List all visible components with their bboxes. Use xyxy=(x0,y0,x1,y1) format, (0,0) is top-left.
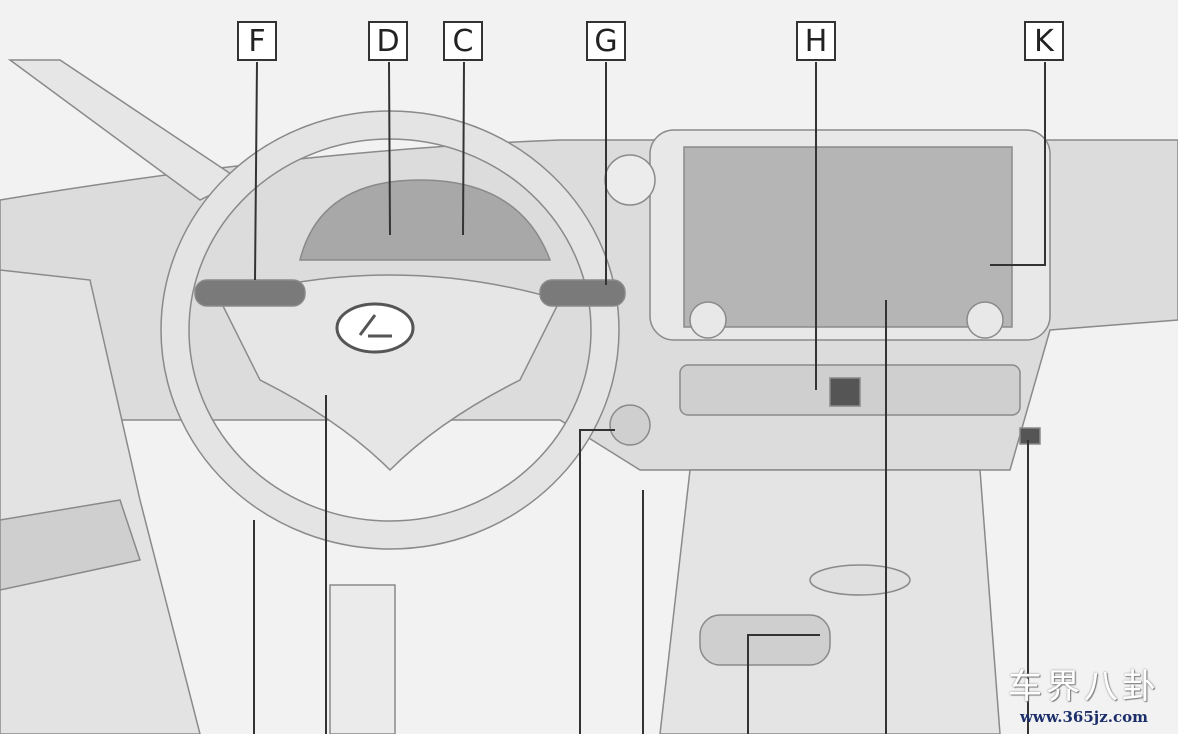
watermark: 车界八卦 www.365jz.com xyxy=(1008,659,1160,726)
window-switch-panel xyxy=(0,499,141,591)
callout-k: K xyxy=(1024,21,1064,61)
callout-g: G xyxy=(586,21,626,61)
center-console xyxy=(659,469,1001,734)
leader-lines xyxy=(253,61,1046,734)
watermark-chinese: 车界八卦 xyxy=(1008,667,1160,707)
callout-f: F xyxy=(237,21,277,61)
steering-wheel-hub xyxy=(218,274,562,472)
instrument-cluster xyxy=(299,179,552,261)
right-stalk xyxy=(539,279,626,307)
callout-h: H xyxy=(796,21,836,61)
lexus-logo xyxy=(335,302,415,354)
center-display-screen xyxy=(683,146,1013,328)
callout-d: D xyxy=(368,21,408,61)
left-stalk xyxy=(194,279,306,307)
display-knob-right xyxy=(966,301,1004,339)
start-button xyxy=(609,404,651,446)
display-knob-left xyxy=(689,301,727,339)
door-panel xyxy=(0,269,201,734)
callout-c: C xyxy=(443,21,483,61)
watermark-url: www.365jz.com xyxy=(1020,708,1148,726)
a-pillar xyxy=(7,59,242,201)
